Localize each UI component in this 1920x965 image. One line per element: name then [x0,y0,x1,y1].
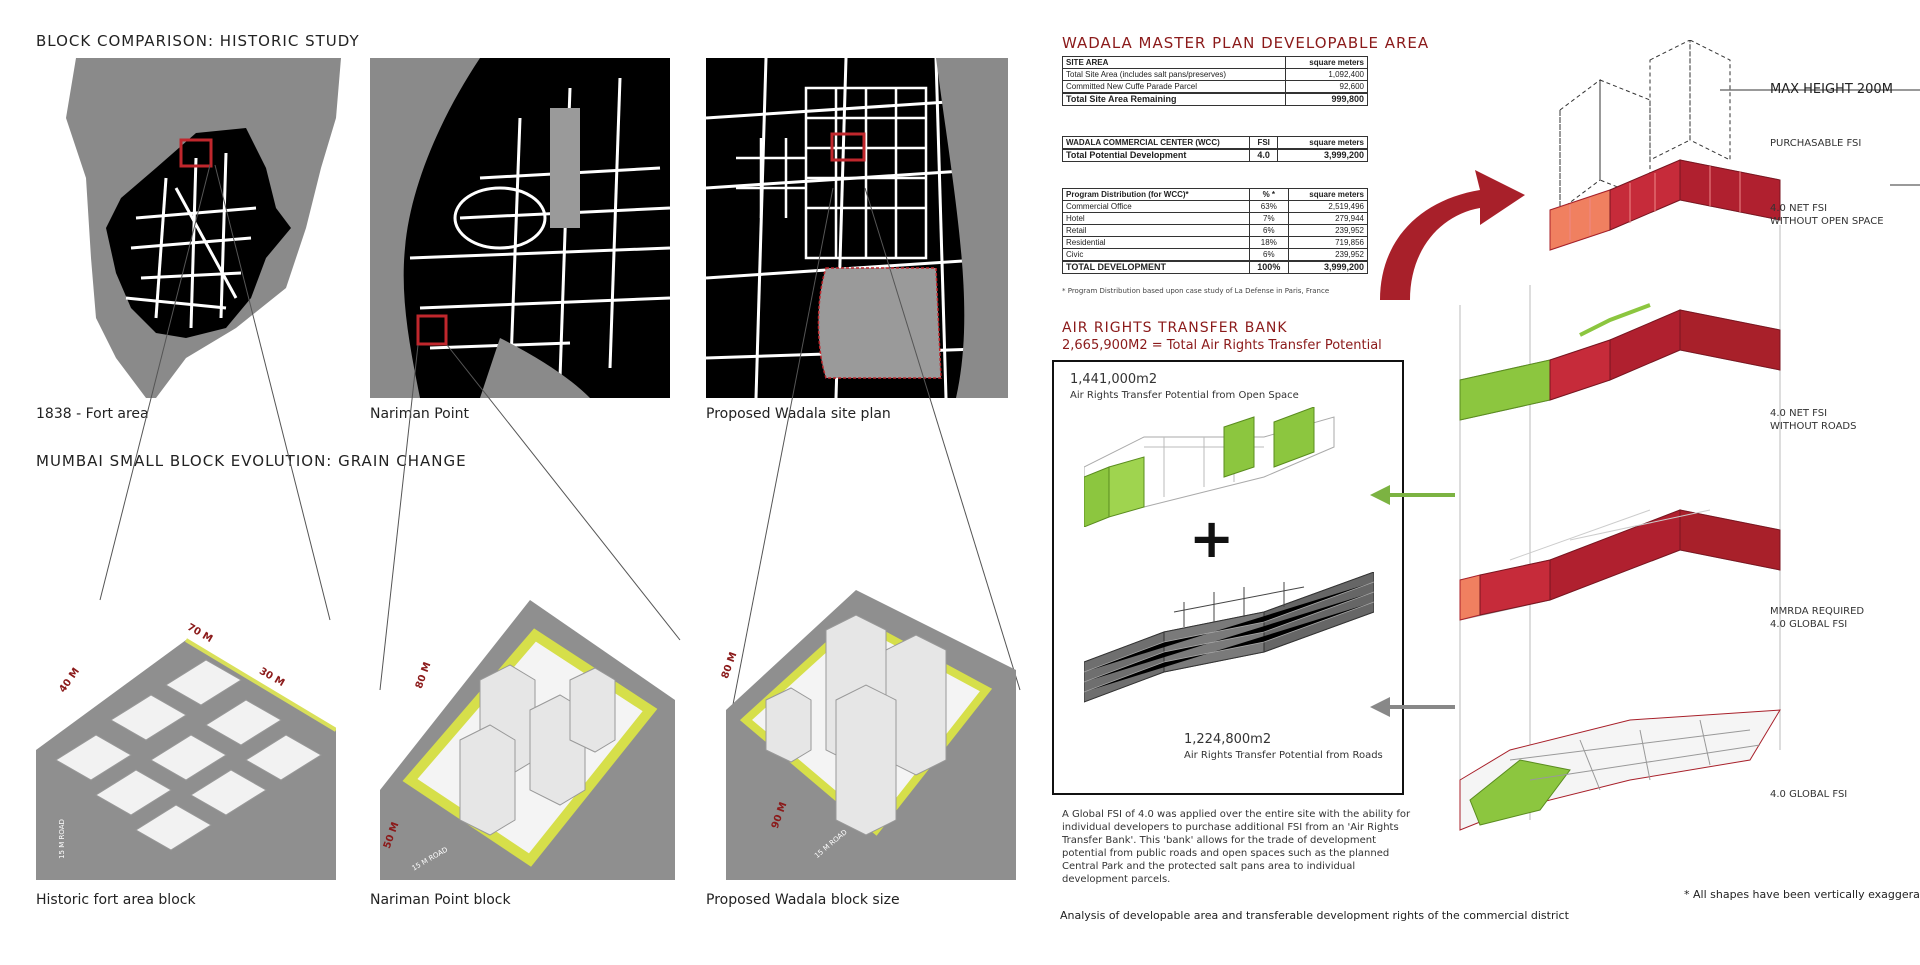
site-header-unit: square meters [1284,56,1369,69]
net-fsi-open-label-1: 4.0 NET FSI [1770,203,1828,214]
roads-diagram [1084,572,1374,703]
wadala-site-caption: Proposed Wadala site plan [706,406,891,422]
fort-area-map [36,58,341,398]
open-space-value: 1,441,000m2 [1070,372,1158,387]
analysis-caption: Analysis of developable area and transfe… [1060,909,1569,922]
roads-label: Air Rights Transfer Potential from Roads [1184,750,1383,761]
program-row-pct: 6% [1249,248,1289,262]
nariman-point-caption: Nariman Point [370,406,469,422]
block-evolution-title: MUMBAI SMALL BLOCK EVOLUTION: GRAIN CHAN… [36,452,467,470]
net-fsi-roads-label-1: 4.0 NET FSI [1770,408,1828,419]
program-header-unit: square meters [1287,188,1369,201]
grey-arrow-icon [1370,697,1455,717]
air-rights-title: AIR RIGHTS TRANSFER BANK [1062,320,1288,336]
wcc-header-label: WADALA COMMERCIAL CENTER (WCC) [1062,136,1250,150]
wcc-total-label: Total Potential Development [1062,148,1250,162]
wadala-block-diagram: 80 M 90 M 15 M ROAD [706,590,1016,880]
air-rights-box: 1,441,000m2 Air Rights Transfer Potentia… [1052,360,1404,795]
program-row-label: Commercial Office [1062,200,1250,213]
nariman-block-diagram: 80 M 50 M 15 M ROAD [370,590,675,880]
wcc-total-fsi: 4.0 [1248,148,1279,162]
program-row-pct: 18% [1249,236,1289,249]
program-row-value: 2,519,496 [1287,200,1369,213]
global-fsi-label: 4.0 GLOBAL FSI [1770,789,1848,800]
curved-arrow-icon [1380,170,1525,300]
exaggeration-note: * All shapes have been vertically exagge… [1684,888,1920,901]
net-fsi-roads-label-2: WITHOUT ROADS [1770,421,1857,432]
fort-road-label: 15 M ROAD [57,819,66,859]
max-height-label: MAX HEIGHT 200M [1770,82,1893,97]
fort-block-diagram: 40 M 70 M 30 M 15 M ROAD [36,590,336,880]
mmrda-label-2: 4.0 GLOBAL FSI [1770,619,1848,630]
site-header-label: SITE AREA [1062,56,1286,69]
purchasable-fsi-label: PURCHASABLE FSI [1770,138,1862,149]
historic-study-title: BLOCK COMPARISON: HISTORIC STUDY [36,32,360,50]
program-header-label: Program Distribution (for WCC)* [1062,188,1250,201]
site-total-label: Total Site Area Remaining [1062,92,1286,106]
program-row-pct: 6% [1249,224,1289,237]
program-row-label: Hotel [1062,212,1250,225]
connector-lines [99,164,1021,721]
open-space-diagram [1084,407,1335,527]
wcc-header-fsi: FSI [1248,136,1279,150]
open-space-label: Air Rights Transfer Potential from Open … [1070,390,1299,401]
program-row-label: Residential [1062,236,1250,249]
site-row-value: 1,092,400 [1284,68,1369,81]
program-header-pct: % * [1249,188,1289,201]
program-row-label: Retail [1062,224,1250,237]
fort-block-caption: Historic fort area block [36,892,196,908]
program-row-pct: 63% [1249,200,1289,213]
site-row-label: Committed New Cuffe Parade Parcel [1062,80,1286,94]
net-fsi-open-label-2: WITHOUT OPEN SPACE [1770,216,1884,227]
program-row-value: 279,944 [1287,212,1369,225]
program-row-value: 719,856 [1287,236,1369,249]
site-row-label: Total Site Area (includes salt pans/pres… [1062,68,1286,81]
nariman-block-caption: Nariman Point block [370,892,511,908]
fsi-stack-diagram [1459,40,1920,831]
program-total-pct: 100% [1249,260,1289,274]
program-row-label: Civic [1062,248,1250,262]
program-table: Program Distribution (for WCC)*% *square… [1062,188,1369,274]
plus-sign: + [1189,507,1235,570]
wcc-total-value: 3,999,200 [1277,148,1368,162]
program-row-pct: 7% [1249,212,1289,225]
roads-value: 1,224,800m2 [1184,732,1272,747]
wadala-site-map [706,58,1008,398]
program-row-value: 239,952 [1287,248,1369,262]
nariman-point-map [370,58,670,398]
mmrda-label-1: MMRDA REQUIRED [1770,606,1865,617]
program-row-value: 239,952 [1287,224,1369,237]
wcc-header-unit: square meters [1277,136,1368,150]
site-total-value: 999,800 [1284,92,1369,106]
green-arrow-icon [1370,485,1455,505]
air-rights-description: A Global FSI of 4.0 was applied over the… [1062,809,1411,885]
program-total-value: 3,999,200 [1287,260,1369,274]
wadala-block-caption: Proposed Wadala block size [706,892,900,908]
air-rights-subtitle: 2,665,900M2 = Total Air Rights Transfer … [1062,338,1382,353]
site-row-value: 92,600 [1284,80,1369,94]
program-footnote: * Program Distribution based upon case s… [1062,287,1330,295]
program-total-label: TOTAL DEVELOPMENT [1062,260,1250,274]
master-plan-title: WADALA MASTER PLAN DEVELOPABLE AREA [1062,34,1430,52]
fort-area-caption: 1838 - Fort area [36,406,149,422]
